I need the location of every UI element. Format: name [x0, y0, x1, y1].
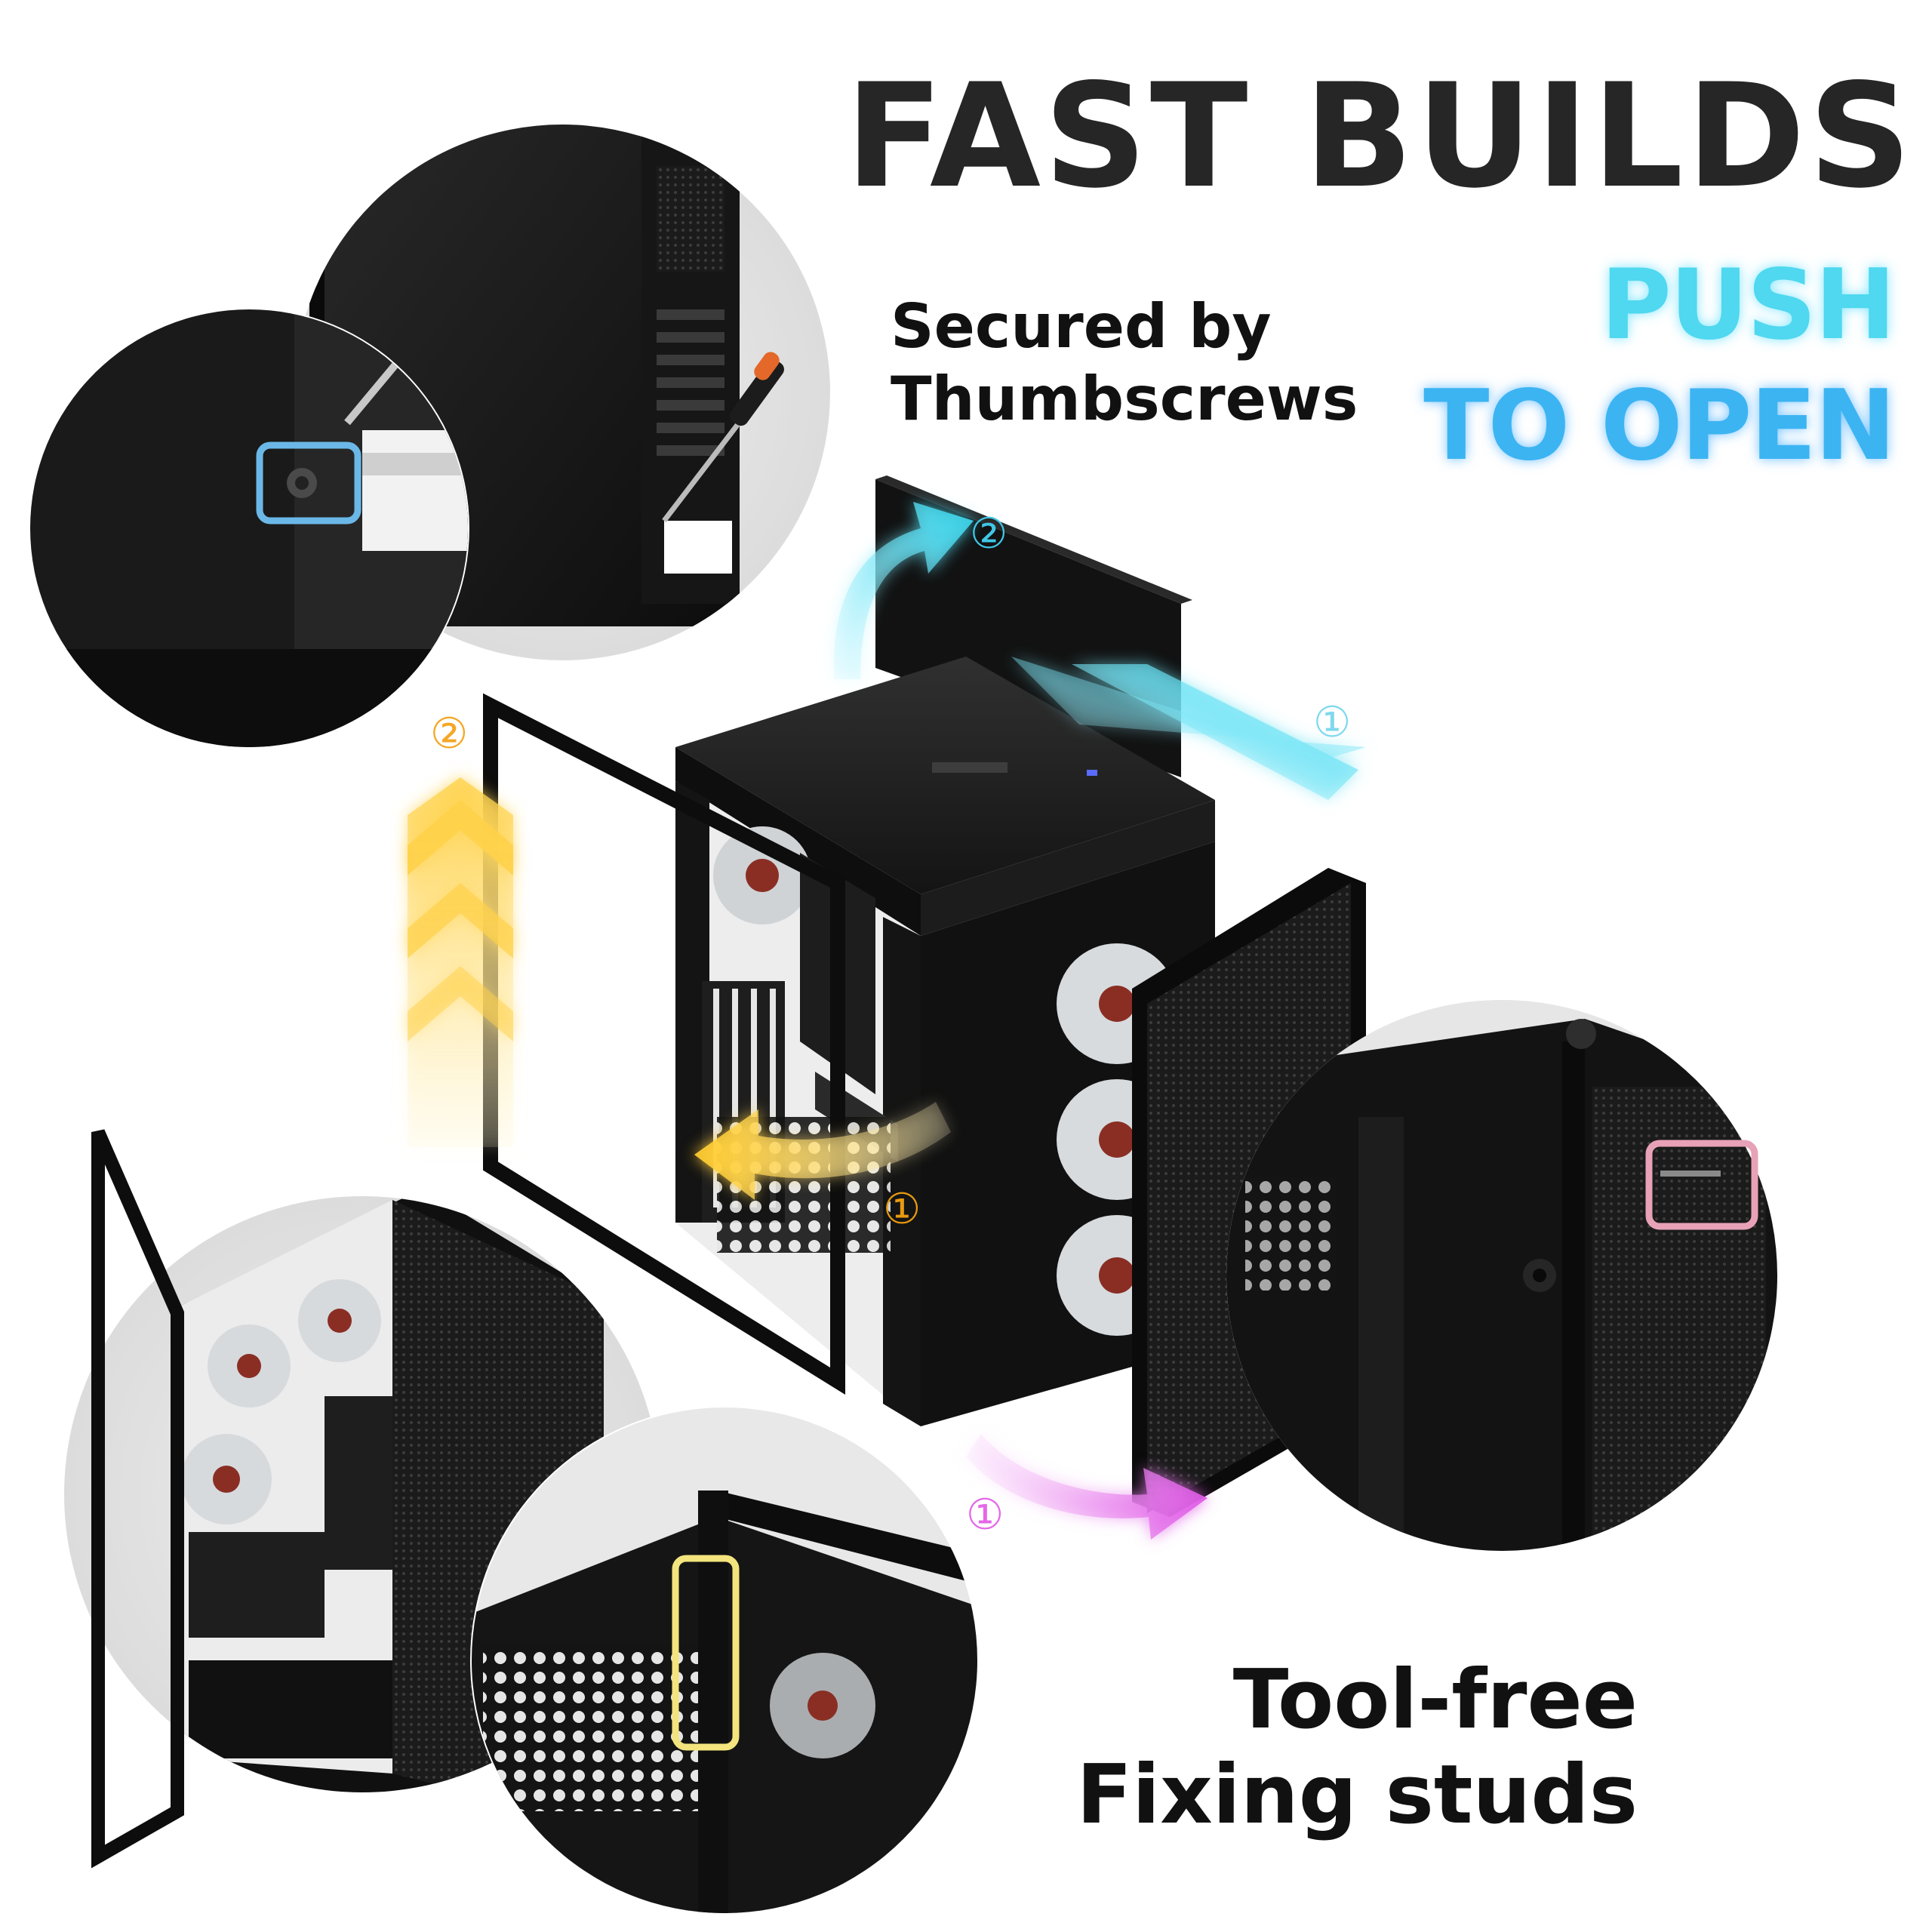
step-marker-left-panel-2: ②: [430, 709, 469, 758]
motion-arrows: [408, 502, 1366, 1540]
toolfree-caption: Tool-free Fixing studs: [1076, 1653, 1638, 1843]
thumbscrew-caption: Secured by Thumbscrews: [891, 291, 1358, 435]
step-marker-left-panel-1: ①: [883, 1185, 921, 1234]
thumbscrew-highlight-box: [256, 441, 361, 525]
thumbscrew-caption-line1: Secured by: [891, 291, 1272, 361]
step-marker-top-panel-2: ②: [970, 509, 1008, 558]
push-to-open-line2: TO OPEN: [1423, 370, 1896, 482]
step-marker-top-panel-1: ①: [1313, 698, 1352, 747]
headline-fast-builds: FAST BUILDS: [845, 53, 1915, 220]
thumbscrew-detail-group: [29, 125, 830, 749]
toolfree-open-panel-group: [64, 1129, 979, 1915]
fixing-stud-highlight-box-pink: [1645, 1140, 1758, 1230]
thumbscrew-caption-line2: Thumbscrews: [891, 364, 1358, 434]
step-marker-front-panel-1: ①: [966, 1491, 1004, 1540]
fixing-stud-closeup-group: [1226, 1000, 1777, 1551]
push-to-open-line1: PUSH: [1600, 249, 1896, 361]
toolfree-caption-line2: Fixing studs: [1076, 1748, 1638, 1842]
fixing-stud-highlight-box-yellow: [672, 1555, 740, 1751]
toolfree-caption-line1: Tool-free: [1232, 1653, 1638, 1747]
